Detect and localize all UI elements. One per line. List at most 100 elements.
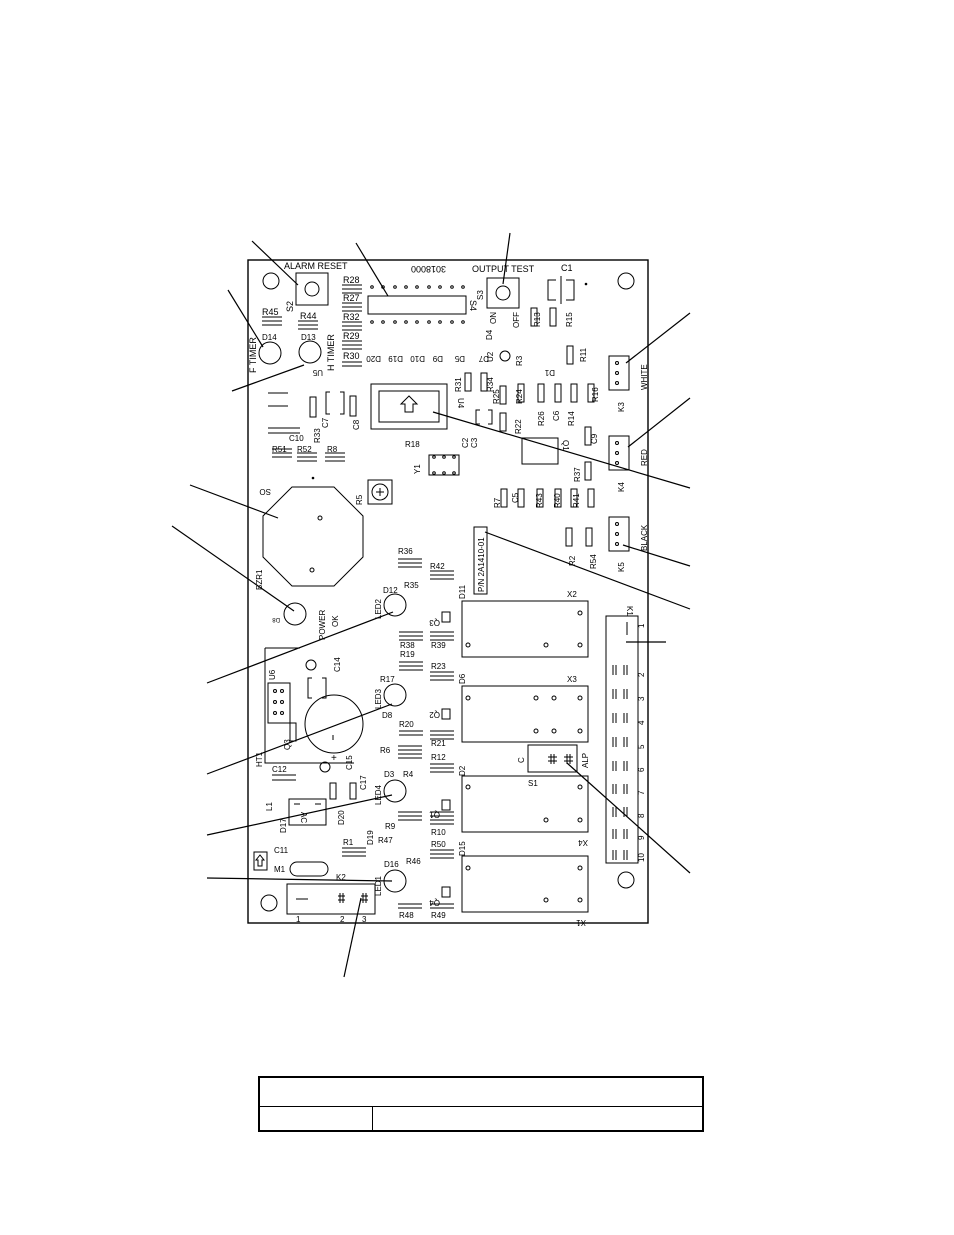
svg-text:R42: R42: [430, 562, 445, 571]
svg-text:R44: R44: [300, 311, 317, 321]
svg-text:D4: D4: [485, 329, 494, 340]
svg-text:X1: X1: [576, 918, 586, 927]
svg-text:R18: R18: [405, 440, 420, 449]
svg-text:R1: R1: [343, 838, 354, 847]
svg-text:8: 8: [637, 813, 646, 818]
led1: [383, 869, 407, 893]
f-timer-label: F TIMER: [248, 337, 258, 373]
svg-text:C: C: [517, 757, 526, 763]
svg-text:R23: R23: [431, 662, 446, 671]
svg-text:D3: D3: [384, 770, 395, 779]
svg-text:D20: D20: [337, 810, 346, 825]
svg-text:C2: C2: [461, 437, 470, 448]
svg-text:K2: K2: [336, 873, 346, 882]
svg-text:3: 3: [637, 696, 646, 701]
svg-text:D19: D19: [388, 354, 403, 363]
caption-table-header-row: [260, 1078, 702, 1107]
svg-text:D9: D9: [432, 354, 443, 363]
svg-text:Q1: Q1: [429, 810, 440, 819]
capacitor-c1: [547, 276, 588, 304]
output-test-label: OUTPUT TEST: [472, 264, 535, 274]
svg-text:C5: C5: [511, 492, 520, 503]
led3: [383, 683, 407, 707]
svg-text:R9: R9: [385, 822, 396, 831]
svg-text:R27: R27: [343, 293, 360, 303]
timer-leds: [258, 340, 322, 365]
svg-text:D11: D11: [458, 584, 467, 599]
relay-x2: [461, 600, 589, 658]
mounting-holes: [260, 272, 635, 912]
svg-text:R38: R38: [400, 641, 415, 650]
svg-text:10: 10: [637, 853, 646, 862]
svg-text:R33: R33: [313, 428, 322, 443]
svg-text:R24: R24: [515, 389, 524, 404]
svg-text:R2: R2: [568, 555, 577, 566]
svg-text:R21: R21: [431, 739, 446, 748]
k1-pin-numbers: 1 2 3 4 5 6 7 8 9 10: [637, 623, 646, 862]
trimmer-r5: [367, 479, 393, 505]
alarm-reset-switch: [295, 272, 329, 306]
svg-text:+: +: [331, 753, 337, 764]
terminal-strip-k1: [605, 615, 639, 864]
svg-text:9: 9: [637, 835, 646, 840]
svg-text:D6: D6: [458, 673, 467, 684]
connector-k5: [608, 516, 630, 552]
caption-table-cell-left: [260, 1107, 373, 1130]
ic-u4: [370, 383, 448, 430]
svg-text:X3: X3: [567, 675, 577, 684]
svg-text:LED2: LED2: [374, 598, 383, 619]
svg-text:K3: K3: [617, 402, 626, 412]
svg-text:R51: R51: [272, 445, 287, 454]
svg-text:R47: R47: [378, 836, 393, 845]
svg-text:C1: C1: [561, 263, 573, 273]
svg-text:LED1: LED1: [374, 875, 383, 896]
svg-text:3: 3: [362, 915, 367, 924]
svg-text:C17: C17: [359, 775, 368, 790]
svg-text:R54: R54: [589, 554, 598, 569]
board-outline: [247, 259, 649, 924]
svg-text:C9: C9: [590, 433, 599, 444]
svg-text:R4: R4: [403, 770, 414, 779]
connector-k2: [286, 883, 376, 915]
part-number-label: P/N 2A1410-01: [477, 537, 486, 592]
svg-text:R35: R35: [404, 581, 419, 590]
svg-text:R50: R50: [431, 840, 446, 849]
svg-text:1: 1: [296, 915, 301, 924]
ok-label: OK: [331, 615, 340, 627]
alp-switch-s1: [527, 744, 578, 773]
svg-text:R19: R19: [400, 650, 415, 659]
svg-text:X4: X4: [578, 838, 588, 847]
svg-text:D19: D19: [366, 830, 375, 845]
svg-text:R14: R14: [567, 411, 576, 426]
svg-text:R43: R43: [535, 493, 544, 508]
svg-text:Q4: Q4: [429, 898, 440, 907]
svg-text:C14: C14: [333, 657, 342, 672]
svg-text:S4: S4: [468, 300, 478, 311]
dip-chip-s4: [367, 285, 467, 324]
svg-text:Q2: Q2: [429, 710, 440, 719]
svg-text:K4: K4: [617, 482, 626, 492]
power-section: [264, 647, 364, 773]
svg-text:U4: U4: [456, 398, 465, 409]
svg-text:C7: C7: [321, 417, 330, 428]
svg-text:R40: R40: [553, 493, 562, 508]
svg-text:D5: D5: [454, 354, 465, 363]
resistor-stack-top-left: [262, 284, 362, 367]
svg-text:S2: S2: [285, 301, 295, 312]
svg-text:C3: C3: [470, 437, 479, 448]
white-label: WHITE: [640, 364, 649, 390]
svg-text:2: 2: [340, 915, 345, 924]
led4: [383, 779, 407, 803]
ac-block: [288, 798, 327, 826]
svg-text:R41: R41: [572, 493, 581, 508]
svg-text:1: 1: [637, 623, 646, 628]
h-timer-label: H TIMER: [326, 334, 336, 371]
svg-text:2: 2: [637, 672, 646, 677]
svg-text:R31: R31: [454, 377, 463, 392]
svg-text:D1: D1: [544, 368, 555, 377]
svg-text:C6: C6: [552, 410, 561, 421]
power-label: POWER: [318, 610, 327, 640]
svg-text:R11: R11: [579, 347, 588, 362]
svg-text:D17: D17: [279, 818, 288, 833]
svg-text:R20: R20: [399, 720, 414, 729]
